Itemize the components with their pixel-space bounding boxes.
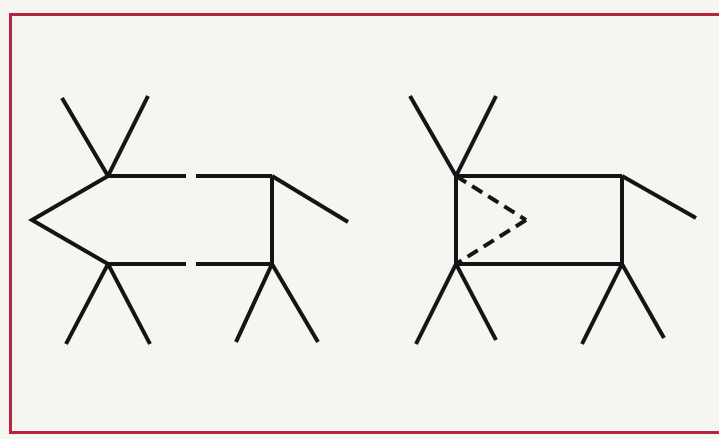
left-figure — [32, 96, 348, 344]
left-figure-tail — [272, 176, 348, 222]
left-figure-front-leg-right — [108, 264, 150, 344]
left-figure-antler-left — [62, 98, 108, 176]
left-figure-antler-right — [108, 96, 148, 176]
left-figure-head — [32, 176, 108, 264]
left-figure-rear-leg-right — [272, 264, 318, 342]
right-figure-antler-right — [456, 96, 496, 176]
right-figure-tail — [622, 176, 696, 218]
left-figure-front-leg-left — [66, 264, 108, 344]
right-figure-antler-left — [410, 96, 456, 176]
right-figure — [410, 96, 696, 344]
right-figure-rear-leg-right — [622, 264, 664, 338]
left-figure-rear-leg-left — [236, 264, 272, 342]
right-figure-dashed-upper — [456, 176, 526, 220]
right-figure-dashed-lower — [456, 220, 526, 264]
right-figure-front-leg-right — [456, 264, 496, 340]
right-figure-front-leg-left — [416, 264, 456, 344]
right-figure-rear-leg-left — [582, 264, 622, 344]
